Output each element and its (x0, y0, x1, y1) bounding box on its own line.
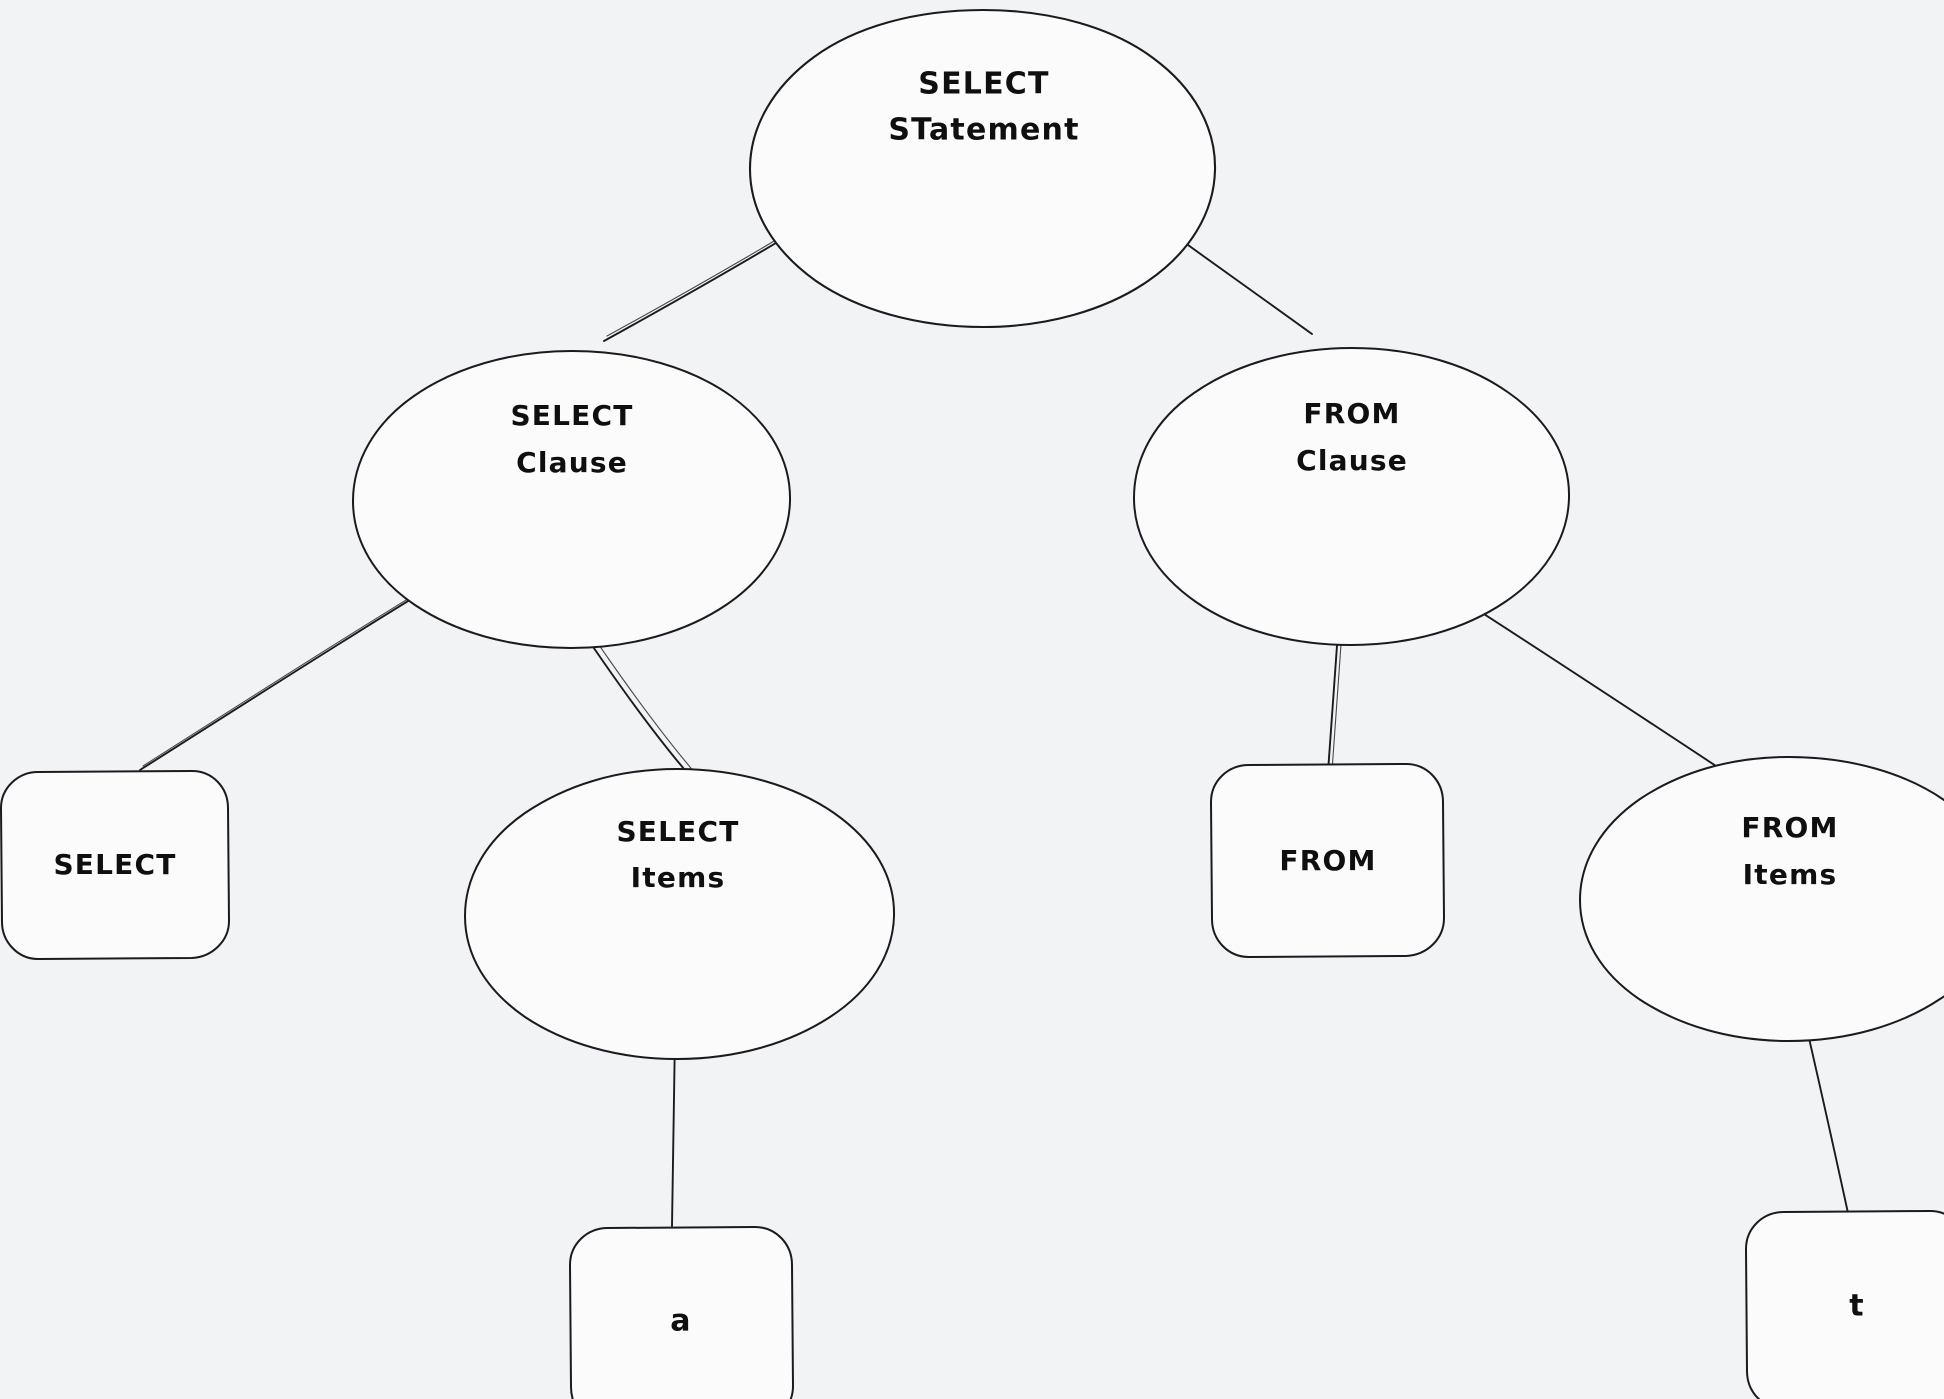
node-select-items-line1: SELECT (616, 815, 739, 848)
edge-layer (139, 178, 1849, 1227)
node-from-item-t-label: t (1849, 1289, 1865, 1324)
node-select-items-line2: Items (631, 861, 726, 894)
node-from-clause[interactable]: FROM Clause (1133, 347, 1571, 646)
node-select-statement[interactable]: SELECT STatement (748, 8, 1217, 329)
node-select-terminal-label: SELECT (53, 848, 176, 881)
node-select-statement-line1: SELECT (918, 67, 1049, 102)
node-select-terminal[interactable]: SELECT (0, 770, 230, 960)
node-select-clause-line1: SELECT (510, 399, 633, 432)
node-select-item-a[interactable]: a (569, 1226, 794, 1399)
node-from-item-t[interactable]: t (1745, 1210, 1944, 1399)
node-from-terminal-label: FROM (1279, 844, 1376, 877)
node-from-clause-line2: Clause (1296, 444, 1408, 477)
node-from-clause-line1: FROM (1303, 397, 1400, 430)
node-select-statement-line2: STatement (888, 113, 1079, 148)
node-from-items-line1: FROM (1741, 811, 1838, 844)
node-from-terminal[interactable]: FROM (1210, 763, 1445, 958)
node-select-item-a-label: a (670, 1304, 691, 1339)
node-from-items-line2: Items (1743, 858, 1838, 891)
node-select-clause[interactable]: SELECT Clause (352, 350, 792, 649)
node-select-clause-line2: Clause (516, 446, 628, 479)
node-from-items[interactable]: FROM Items (1579, 756, 1944, 1042)
node-select-items[interactable]: SELECT Items (464, 768, 896, 1060)
